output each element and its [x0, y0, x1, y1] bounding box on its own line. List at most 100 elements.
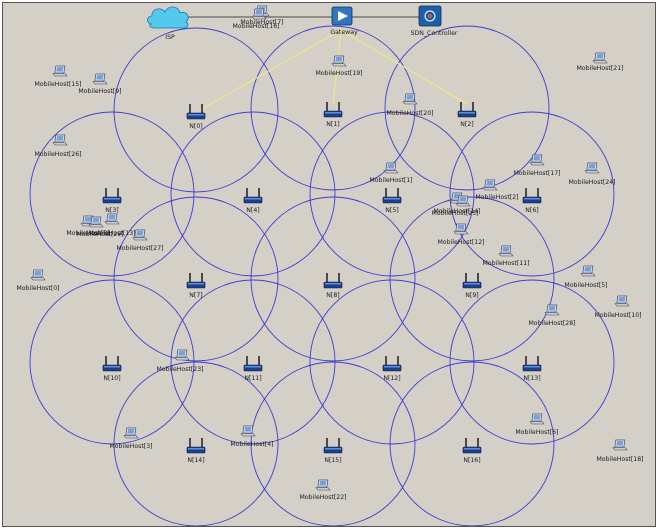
wireless-router-icon: [102, 355, 122, 372]
wireless-router-icon: [522, 355, 542, 372]
mobile-host[interactable]: MobileHost[13]: [88, 213, 136, 237]
mobile-host[interactable]: MobileHost[29]: [76, 216, 124, 238]
sdn-controller-node[interactable]: SDN_Controller: [411, 5, 458, 37]
mobile-host[interactable]: MobileHost[19]: [315, 55, 363, 77]
gateway-label: Gateway: [330, 29, 358, 36]
access-point[interactable]: N[0]: [186, 103, 206, 130]
laptop-icon: [104, 213, 120, 225]
access-point[interactable]: N[4]: [243, 187, 263, 214]
wireless-router-icon: [186, 103, 206, 120]
wireless-router-icon: [462, 437, 482, 454]
mobile-host-label: MobileHost[17]: [513, 170, 560, 177]
mobile-host[interactable]: MobileHost[0]: [16, 269, 60, 292]
coverage-circle: [389, 361, 555, 527]
mobile-host[interactable]: MobileHost[16]: [232, 8, 280, 30]
mobile-host-label: MobileHost[12]: [437, 239, 484, 246]
mobile-host[interactable]: MobileHost[11]: [482, 245, 530, 267]
access-point-label: N[11]: [244, 375, 261, 382]
mobile-host-label: MobileHost[6]: [515, 429, 558, 436]
mobile-host[interactable]: MobileHost[20]: [386, 93, 434, 117]
access-point[interactable]: N[5]: [382, 187, 402, 214]
mobile-host[interactable]: MobileHost[10]: [594, 295, 642, 319]
access-point[interactable]: N[6]: [522, 187, 542, 214]
access-point[interactable]: N[3]: [102, 187, 122, 214]
access-point-label: N[7]: [189, 292, 202, 299]
access-point[interactable]: N[9]: [462, 272, 482, 299]
access-point[interactable]: N[2]: [457, 101, 477, 128]
mobile-host[interactable]: MobileHost[9]: [78, 73, 122, 95]
isp-node[interactable]: ISP: [147, 6, 189, 41]
mobile-host[interactable]: MobileHost[23]: [156, 349, 204, 373]
access-points: N[0] N[1] N[2] N[3] N[4] N[5] N[6] N[7] N[8] N[9]…: [102, 101, 542, 464]
coverage-circle: [250, 196, 416, 362]
coverage-circle: [113, 196, 279, 362]
mobile-host[interactable]: MobileHost[4]: [230, 425, 274, 448]
access-point-label: N[14]: [187, 457, 204, 464]
mobile-host[interactable]: MobileHost[7]: [240, 5, 284, 26]
access-point[interactable]: N[11]: [243, 355, 263, 382]
access-point[interactable]: N[1]: [323, 101, 343, 128]
access-point[interactable]: N[10]: [102, 355, 122, 382]
access-point-label: N[3]: [105, 207, 118, 214]
coverage-circle: [449, 279, 615, 445]
gateway-n0-link: [199, 29, 342, 111]
coverage-circle: [170, 111, 336, 277]
access-point[interactable]: N[15]: [323, 437, 343, 464]
mobile-host[interactable]: MobileHost[8]: [66, 215, 110, 237]
access-point[interactable]: N[8]: [323, 272, 343, 299]
mobile-host-label: MobileHost[13]: [88, 230, 135, 237]
laptop-icon: [123, 427, 139, 439]
wireless-router-icon: [243, 355, 263, 372]
coverage-circle: [250, 25, 416, 191]
coverage-circle: [449, 111, 615, 277]
mobile-host-label: MobileHost[29]: [76, 231, 123, 238]
mobile-host-label: MobileHost[21]: [576, 65, 623, 72]
mobile-host[interactable]: MobileHost[14]: [433, 192, 481, 215]
access-point-label: N[16]: [463, 457, 480, 464]
laptop-icon: [529, 413, 545, 425]
access-point-label: N[8]: [326, 292, 339, 299]
access-point-label: N[5]: [385, 207, 398, 214]
mobile-host[interactable]: MobileHost[24]: [568, 162, 616, 186]
laptop-icon: [30, 269, 46, 281]
mobile-host-label: MobileHost[8]: [66, 230, 109, 237]
mobile-host-label: MobileHost[11]: [482, 260, 529, 267]
laptop-icon: [580, 265, 596, 277]
mobile-host[interactable]: MobileHost[26]: [34, 134, 82, 158]
mobile-host[interactable]: MobileHost[18]: [596, 439, 644, 463]
mobile-host[interactable]: MobileHost[28]: [528, 304, 576, 327]
mobile-host[interactable]: MobileHost[21]: [576, 52, 624, 72]
mobile-host[interactable]: MobileHost[12]: [437, 223, 485, 246]
laptop-icon: [584, 162, 600, 174]
infrastructure-nodes: ISP Gateway SDN_Controller: [147, 5, 458, 41]
mobile-host-label: MobileHost[16]: [232, 23, 279, 30]
mobile-host[interactable]: MobileHost[22]: [299, 479, 347, 501]
mobile-host[interactable]: MobileHost[5]: [564, 265, 608, 289]
mobile-host[interactable]: MobileHost[25]: [431, 195, 479, 217]
access-point-label: N[9]: [465, 292, 478, 299]
mobile-host[interactable]: MobileHost[17]: [513, 154, 561, 177]
mobile-host[interactable]: MobileHost[6]: [515, 413, 559, 436]
access-point[interactable]: N[12]: [382, 355, 402, 382]
access-point[interactable]: N[16]: [462, 437, 482, 464]
mobile-host[interactable]: MobileHost[15]: [34, 65, 82, 88]
laptop-icon: [544, 304, 560, 316]
mobile-host[interactable]: MobileHost[3]: [109, 427, 153, 450]
access-point[interactable]: N[7]: [186, 272, 206, 299]
access-point-label: N[2]: [460, 121, 473, 128]
mobile-host[interactable]: MobileHost[1]: [369, 162, 413, 184]
mobile-host-label: MobileHost[20]: [386, 110, 433, 117]
coverage-circle: [113, 361, 279, 527]
access-point[interactable]: N[14]: [186, 437, 206, 464]
mobile-host[interactable]: MobileHost[27]: [116, 229, 164, 252]
wireless-router-icon: [382, 187, 402, 204]
laptop-icon: [592, 52, 608, 64]
mobile-host[interactable]: MobileHost[2]: [475, 179, 519, 201]
coverage-circle: [29, 111, 195, 277]
access-point[interactable]: N[13]: [522, 355, 542, 382]
gateway-node[interactable]: Gateway: [330, 6, 358, 36]
mobile-host-label: MobileHost[14]: [433, 208, 480, 215]
access-point-label: N[1]: [326, 121, 339, 128]
mobile-host-label: MobileHost[10]: [594, 312, 641, 319]
access-point-label: N[4]: [246, 207, 259, 214]
